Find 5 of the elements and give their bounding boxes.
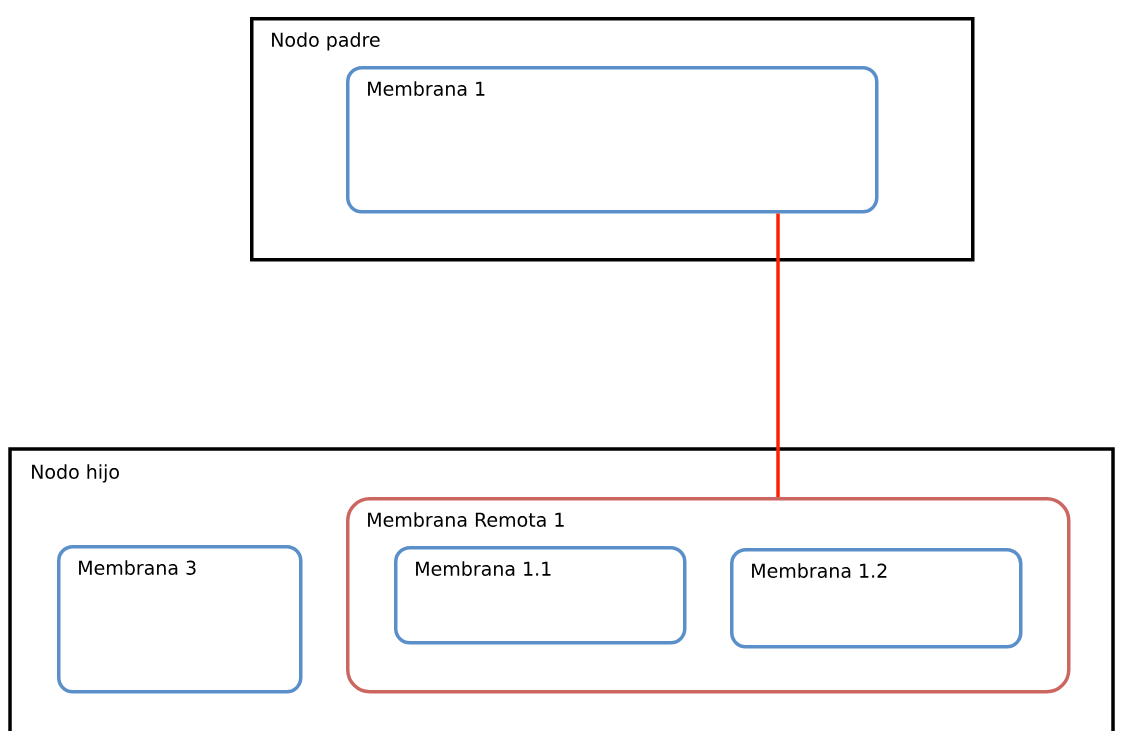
membrane-box: Membrana 3 xyxy=(57,545,303,694)
membrane-box: Membrana 1 xyxy=(346,66,879,214)
membrane-box: Membrana 1.2 xyxy=(730,548,1023,649)
membrane-box: Membrana 1.1 xyxy=(394,546,687,645)
connector-line xyxy=(776,213,780,497)
